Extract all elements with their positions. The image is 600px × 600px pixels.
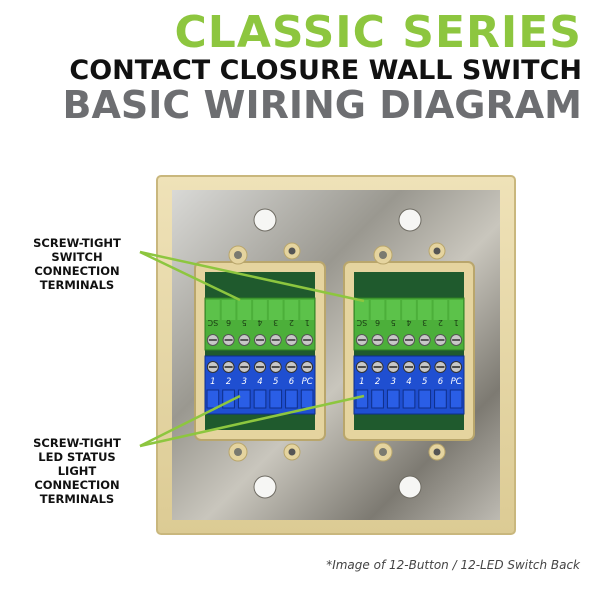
green-terminal-slot xyxy=(370,300,385,320)
blue-terminal-label: PC xyxy=(302,377,313,387)
blue-terminal-slot xyxy=(355,389,369,409)
green-terminal-label: 6 xyxy=(226,318,231,327)
green-terminal-slot xyxy=(433,300,448,320)
blue-terminal-label: 4 xyxy=(406,377,411,387)
green-terminal-label: 1 xyxy=(305,318,310,327)
product-title: CONTACT CLOSURE WALL SWITCH xyxy=(69,55,582,86)
green-terminal-label: 2 xyxy=(438,318,443,327)
blue-terminal-label: 1 xyxy=(210,377,215,387)
blue-terminal-label: 3 xyxy=(391,377,396,387)
green-terminal-label: 2 xyxy=(289,318,294,327)
blue-terminal-label: PC xyxy=(451,377,462,387)
blue-terminal-slot xyxy=(402,389,416,409)
green-terminal-label: 4 xyxy=(257,318,262,327)
green-terminal-slot xyxy=(402,300,416,320)
blue-terminal-slot xyxy=(300,389,314,409)
green-terminal-slot xyxy=(221,300,236,320)
right-switch-terminal-block: SC 6 5 4 3 2 1 xyxy=(353,297,465,351)
blue-terminal-label: 3 xyxy=(242,377,247,387)
blue-terminal-slot xyxy=(285,389,298,409)
green-terminal-label: 3 xyxy=(273,318,278,327)
blue-terminal-slot xyxy=(237,389,251,409)
green-terminal-label: 5 xyxy=(242,318,247,327)
green-terminal-slot xyxy=(355,300,369,320)
blue-terminal-label: 2 xyxy=(375,377,380,387)
blue-terminal-slot xyxy=(449,389,463,409)
diagram-title: BASIC WIRING DIAGRAM xyxy=(62,83,582,127)
blue-terminal-label: 1 xyxy=(359,377,364,387)
blue-terminal-slot xyxy=(371,389,384,409)
blue-terminal-label: 2 xyxy=(226,377,231,387)
green-terminal-slot xyxy=(449,300,463,320)
green-terminal-label: 3 xyxy=(422,318,427,327)
left-switch-terminal-block: SC 6 5 4 3 2 1 xyxy=(204,297,316,351)
blue-terminal-slot xyxy=(269,389,283,409)
green-terminal-slot xyxy=(386,300,401,320)
footnote: *Image of 12-Button / 12-LED Switch Back xyxy=(326,558,580,572)
switch-terminals-callout: SCREW-TIGHT SWITCH CONNECTION TERMINALS xyxy=(33,236,121,292)
green-terminal-slot xyxy=(253,300,267,320)
callout-pointers xyxy=(139,250,365,448)
led-terminals-callout: SCREW-TIGHT LED STATUS LIGHT CONNECTION … xyxy=(33,436,121,506)
right-module xyxy=(343,242,475,462)
green-terminal-label: 4 xyxy=(406,318,411,327)
green-terminal-label: 1 xyxy=(454,318,459,327)
green-terminal-label: 5 xyxy=(391,318,396,327)
mounting-holes xyxy=(253,208,422,499)
blue-terminal-slot xyxy=(206,389,220,409)
blue-terminal-label: 5 xyxy=(422,377,427,387)
blue-terminal-slot xyxy=(253,389,267,409)
green-terminal-slot xyxy=(237,300,252,320)
green-terminal-label: SC xyxy=(207,318,218,327)
blue-terminal-label: 6 xyxy=(438,377,444,387)
blue-terminal-slot xyxy=(434,389,447,409)
blue-terminal-label: 5 xyxy=(273,377,278,387)
green-terminal-slot xyxy=(206,300,220,320)
series-title: CLASSIC SERIES xyxy=(174,7,582,58)
green-terminal-label: 6 xyxy=(375,318,380,327)
green-terminal-slot xyxy=(284,300,299,320)
blue-terminal-slot xyxy=(386,389,400,409)
blue-terminal-slot xyxy=(418,389,432,409)
green-terminal-label: SC xyxy=(356,318,367,327)
blue-terminal-label: 4 xyxy=(257,377,262,387)
blue-terminal-label: 6 xyxy=(289,377,295,387)
green-terminal-slot xyxy=(417,300,432,320)
green-terminal-slot xyxy=(268,300,283,320)
green-terminal-slot xyxy=(300,300,314,320)
